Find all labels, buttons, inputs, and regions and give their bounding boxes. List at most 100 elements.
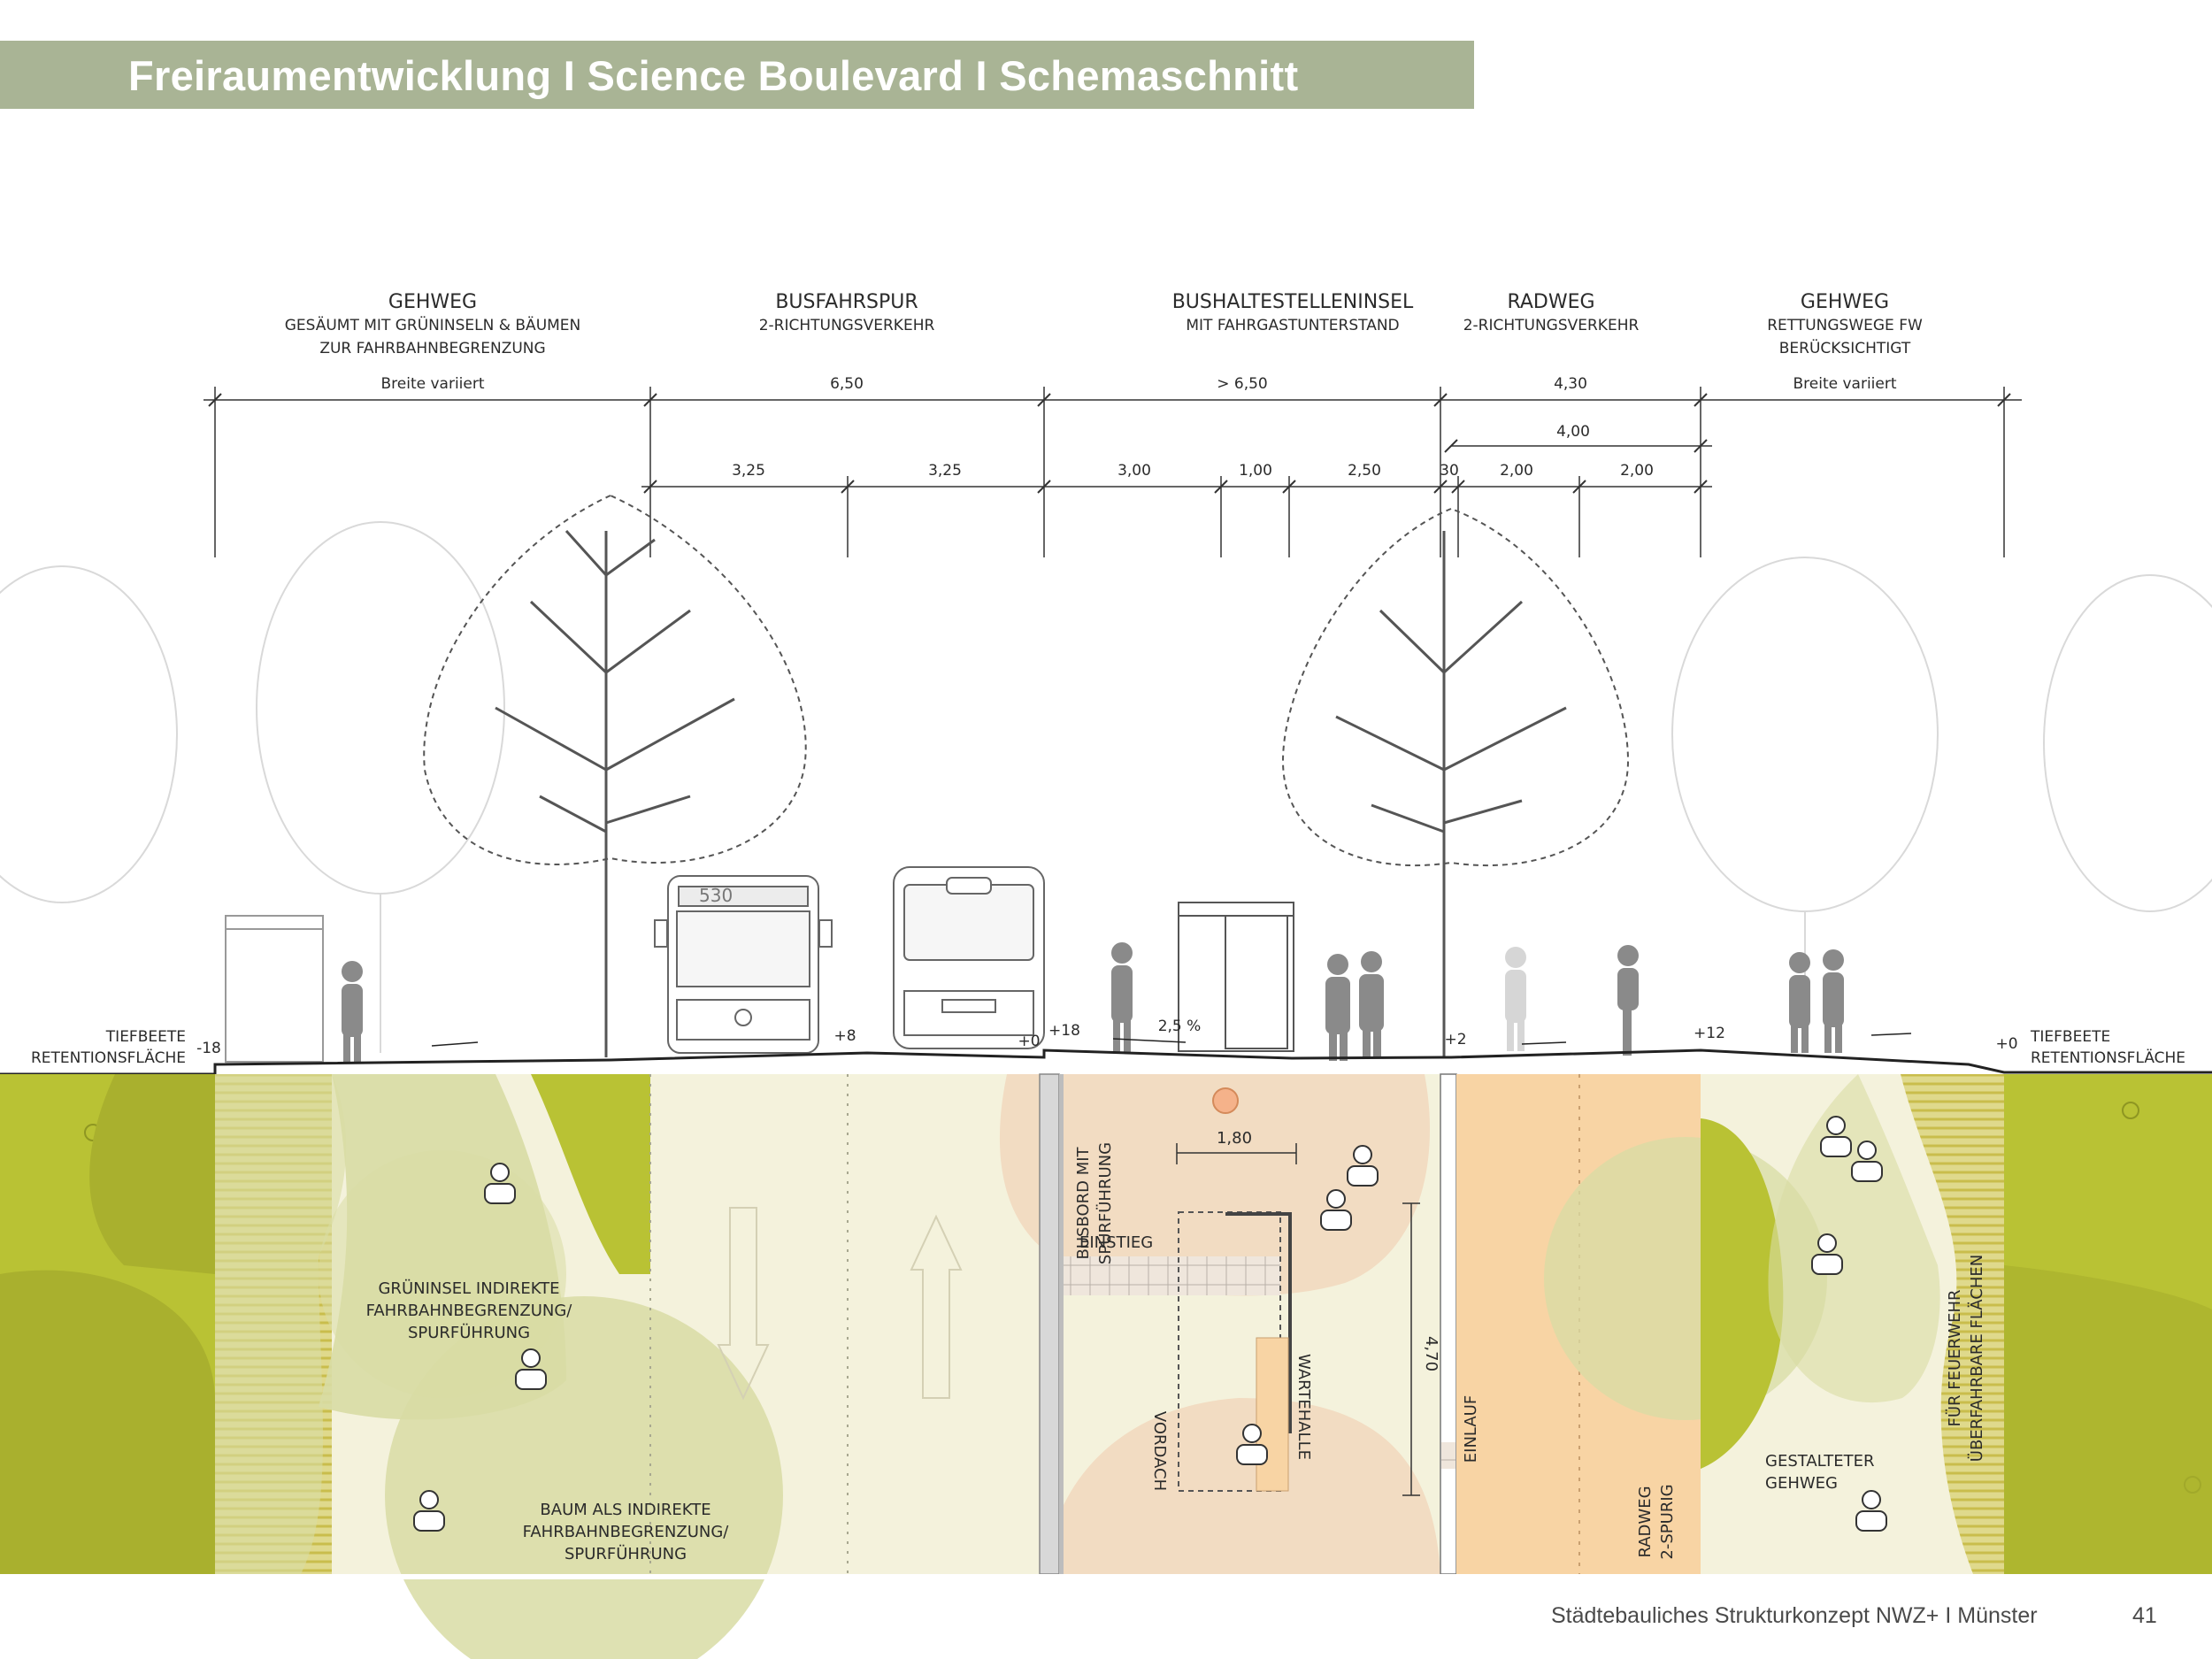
person-icon <box>1789 952 1810 1053</box>
arrow-up-icon <box>910 1214 963 1399</box>
subheader-busfahrspur: 2-RICHTUNGSVERKEHR <box>759 317 935 334</box>
height-mark: +18 <box>1048 1022 1080 1040</box>
person-topview-icon <box>1851 1141 1883 1182</box>
dim-radweg-inner: 4,00 <box>1556 423 1590 441</box>
label-baum-3: SPURFÜHRUNG <box>565 1544 687 1563</box>
height-mark: -18 <box>196 1040 221 1057</box>
header-gehweg-right: GEHWEG <box>1801 291 1889 313</box>
dim-busfahrspur: 6,50 <box>830 375 864 393</box>
label-vordach: VORDACH <box>1150 1411 1169 1491</box>
person-topview-icon <box>1347 1145 1379 1187</box>
dim-sub-2: 3,25 <box>928 462 962 480</box>
label-wartehalle: WARTEHALLE <box>1294 1354 1313 1460</box>
header-busfahrspur: BUSFAHRSPUR <box>775 291 918 313</box>
title-bar <box>0 41 1474 109</box>
subheader-gehweg-right-1: RETTUNGSWEGE FW <box>1767 317 1923 334</box>
subheader-gehweg-left-2: ZUR FAHRBAHNBEGRENZUNG <box>319 340 545 357</box>
label-busbord-1: BUSBORD MIT <box>1074 1146 1093 1259</box>
label-gestalteter-1: GESTALTETER <box>1765 1452 1874 1471</box>
shelter-bus-stop-icon <box>1178 902 1294 1052</box>
tree-right-icon <box>1281 507 1630 1057</box>
dim-radweg: 4,30 <box>1554 375 1587 393</box>
label-gestalteter-2: GEHWEG <box>1765 1474 1838 1493</box>
cyclist-icon <box>1617 945 1639 1056</box>
subheader-bushaltestelleninsel: MIT FAHRGASTUNTERSTAND <box>1186 317 1399 334</box>
person-icon <box>1111 942 1133 1053</box>
edge-right-label-1: TIEFBEETE <box>2030 1028 2110 1046</box>
person-icon <box>1325 954 1350 1061</box>
label-einlauf: EINLAUF <box>1462 1395 1480 1463</box>
subheader-radweg: 2-RICHTUNGSVERKEHR <box>1463 317 1640 334</box>
plan-labels: GRÜNINSEL INDIREKTE FAHRBAHNBEGRENZUNG/ … <box>366 1129 1986 1563</box>
bus-number: 530 <box>699 885 733 906</box>
person-topview-icon <box>484 1163 516 1204</box>
person-icon <box>1823 949 1844 1053</box>
bus-rear-right-icon <box>893 866 1045 1049</box>
label-gruninsel-2: FAHRBAHNBEGRENZUNG/ <box>366 1302 573 1320</box>
label-busbord-2: SPURFÜHRUNG <box>1095 1142 1115 1264</box>
page-number: 41 <box>2132 1603 2157 1628</box>
slope-label: 2,5 % <box>1158 1018 1202 1035</box>
header-gehweg-left: GEHWEG <box>388 291 477 313</box>
header-bushaltestelleninsel: BUSHALTESTELLENINSEL <box>1172 291 1414 313</box>
height-mark: +8 <box>833 1027 856 1045</box>
dim-sub-4: 1,00 <box>1239 462 1272 480</box>
label-baum-2: FAHRBAHNBEGRENZUNG/ <box>523 1523 730 1541</box>
background-trees <box>0 521 2212 1053</box>
label-feuerwehr-2: ÜBERFAHRBARE FLÄCHEN <box>1967 1255 1986 1462</box>
plan-view <box>0 1073 2212 1659</box>
footer-text: Städtebauliches Strukturkonzept NWZ+ I M… <box>1551 1603 2038 1628</box>
label-radweg2-1: RADWEG <box>1636 1486 1655 1557</box>
tree-left-icon <box>423 494 807 1057</box>
dimension-labels: Breite variiert 6,50 > 6,50 4,30 Breite … <box>380 375 1896 480</box>
dim-sub-5: 2,50 <box>1348 462 1381 480</box>
subheader-gehweg-right-2: BERÜCKSICHTIGT <box>1779 338 1911 357</box>
dim-sub-3: 3,00 <box>1118 462 1151 480</box>
edge-right-label-2: RETENTIONSFLÄCHE <box>2031 1048 2185 1067</box>
person-topview-icon <box>1320 1189 1352 1231</box>
person-icon <box>1359 951 1384 1057</box>
ground-section-line <box>0 1033 2212 1076</box>
dim-sub-6: 30 <box>1440 462 1459 480</box>
person-icon <box>342 961 363 1062</box>
person-topview-icon <box>1811 1233 1843 1275</box>
edge-left-label-2: RETENTIONSFLÄCHE <box>31 1048 186 1067</box>
person-topview-icon <box>1820 1116 1852 1157</box>
dim-gehweg-right: Breite variiert <box>1793 375 1896 393</box>
person-topview-icon <box>1855 1490 1887 1532</box>
dim-gehweg-left: Breite variiert <box>380 375 484 393</box>
bus-front-left-icon: 530 <box>654 875 833 1054</box>
person-topview-icon <box>413 1490 445 1532</box>
edge-left-label-1: TIEFBEETE <box>105 1028 186 1046</box>
subheader-gehweg-left-1: GESÄUMT MIT GRÜNINSELN & BÄUMEN <box>285 315 581 334</box>
height-mark: +0 <box>1995 1035 2017 1053</box>
person-topview-icon <box>515 1348 547 1390</box>
label-baum-1: BAUM ALS INDIREKTE <box>540 1501 710 1519</box>
label-radweg2-2: 2-SPURIG <box>1658 1484 1677 1559</box>
label-dim-470: 4,70 <box>1422 1336 1440 1371</box>
height-marks: -18 +8 +0 +18 +2 +12 +0 <box>196 1022 2017 1057</box>
label-gruninsel-1: GRÜNINSEL INDIREKTE <box>378 1279 559 1298</box>
header-radweg: RADWEG <box>1507 291 1594 313</box>
pedestrian-silhouettes <box>342 942 1844 1062</box>
arrow-down-icon <box>717 1207 770 1401</box>
dim-sub-7: 2,00 <box>1500 462 1533 480</box>
page-title: Freiraumentwicklung I Science Boulevard … <box>128 52 1299 99</box>
person-topview-icon <box>1236 1424 1268 1465</box>
lamp-icon <box>1212 1087 1239 1114</box>
edge-labels: TIEFBEETE RETENTIONSFLÄCHE TIEFBEETE RET… <box>31 1028 2185 1067</box>
shelter-left-icon <box>225 915 324 1063</box>
height-mark: +12 <box>1694 1025 1725 1042</box>
person-icon <box>1505 947 1526 1051</box>
dim-sub-1: 3,25 <box>732 462 765 480</box>
plan-figures <box>413 1116 1887 1532</box>
label-gruninsel-3: SPURFÜHRUNG <box>408 1323 530 1342</box>
height-mark: +0 <box>1018 1033 1040 1050</box>
label-dim-180: 1,80 <box>1217 1129 1252 1148</box>
label-einstieg: EINSTIEG <box>1079 1233 1153 1252</box>
height-mark: +2 <box>1444 1031 1466 1048</box>
section-headers: GEHWEG GESÄUMT MIT GRÜNINSELN & BÄUMEN Z… <box>285 291 1923 357</box>
dim-sub-8: 2,00 <box>1620 462 1654 480</box>
dimension-lines <box>204 387 2022 557</box>
